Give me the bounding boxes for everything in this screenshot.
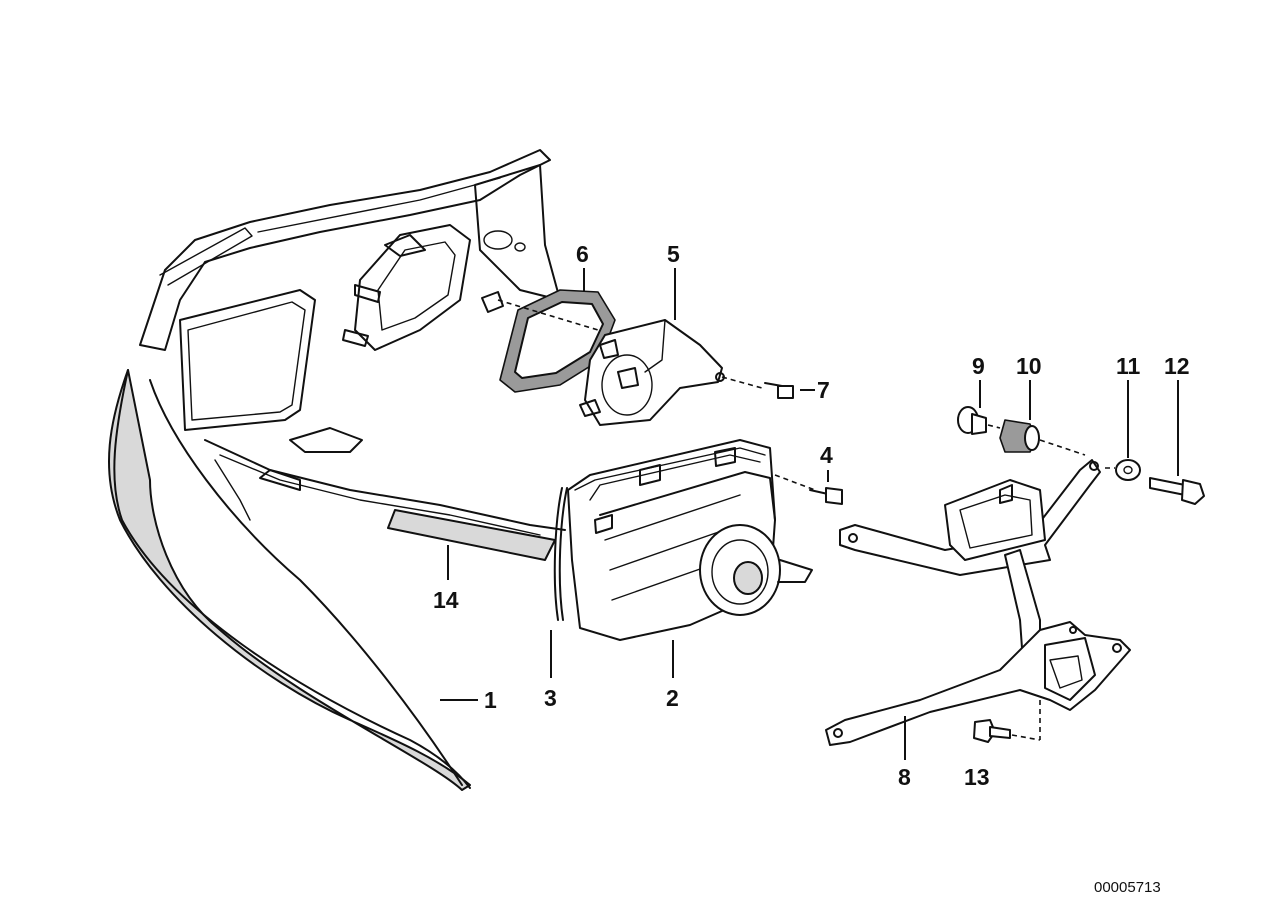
headlight-seal [550, 487, 568, 678]
callout-2: 2 [666, 685, 679, 711]
callout-7: 7 [817, 377, 830, 403]
fairing-shell [107, 149, 566, 791]
mounting-bracket [825, 459, 1131, 760]
callout-11: 11 [1116, 353, 1141, 379]
screw-4 [809, 470, 843, 505]
callout-4: 4 [820, 442, 833, 468]
callout-13: 13 [964, 764, 990, 790]
callout-10: 10 [1016, 353, 1042, 379]
callout-14: 14 [433, 587, 459, 613]
callout-6: 6 [576, 241, 589, 267]
rubber-mount-9 [957, 406, 1001, 435]
reflector-housing [579, 319, 763, 426]
callout-12: 12 [1164, 353, 1190, 379]
callout-3: 3 [544, 685, 557, 711]
bolt-12 [1105, 467, 1205, 505]
callout-5: 5 [667, 241, 680, 267]
document-number: 00005713 [1094, 879, 1161, 896]
callout-8: 8 [898, 764, 911, 790]
spacer-10 [999, 419, 1086, 456]
screw-7 [764, 382, 815, 399]
foam-strip [387, 509, 556, 580]
callout-1: 1 [484, 687, 497, 713]
callout-9: 9 [972, 353, 985, 379]
screw-13 [973, 719, 1041, 743]
washer-11 [1115, 459, 1141, 481]
gasket [497, 289, 616, 393]
headlight [567, 439, 816, 678]
